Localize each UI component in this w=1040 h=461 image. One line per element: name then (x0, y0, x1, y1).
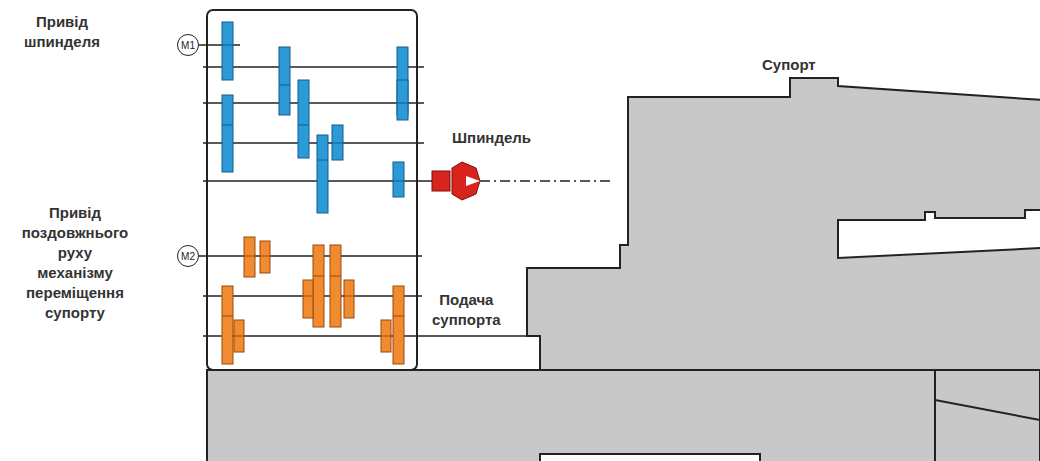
chuck (452, 162, 480, 200)
drive-heading: Привід шпинделя (24, 12, 100, 52)
gear-bore (344, 296, 354, 297)
bed-slot (540, 454, 760, 461)
gear-bore (222, 125, 233, 126)
gear-body (234, 320, 244, 352)
part-name: Супорт (762, 55, 816, 75)
spindle-nose (432, 171, 450, 191)
chuck-jaw (466, 176, 480, 186)
drive-heading: Привід поздовжнього руху механізму перем… (22, 203, 128, 323)
gear-body (303, 280, 313, 318)
gear-body (313, 245, 324, 327)
shaft-line (203, 66, 424, 68)
gear-bore (244, 256, 255, 257)
gear (222, 22, 233, 80)
gear-bore (317, 160, 328, 161)
part-name: Шпиндель (452, 128, 531, 148)
motor-circle: M2 (177, 245, 199, 267)
gear-bore (381, 336, 391, 337)
part-name: Подача суппорта (432, 290, 501, 330)
motor-circle: M1 (177, 34, 199, 56)
gear-bore (330, 276, 341, 277)
gear-bore (260, 256, 270, 257)
gear-body (298, 80, 309, 158)
gear-bore (279, 85, 290, 86)
gear-body (332, 125, 343, 160)
machine-bed (207, 370, 1040, 461)
gear-bore (397, 103, 408, 104)
gear (279, 47, 290, 115)
gear-body (397, 80, 408, 120)
motor-label: M1 (181, 40, 195, 51)
gear (222, 95, 233, 172)
gear-bore (222, 45, 233, 46)
spindle-axis (480, 180, 612, 182)
shaft-line (203, 335, 540, 337)
gear (381, 320, 391, 352)
motor-label: M2 (181, 251, 195, 262)
gear-body (222, 22, 233, 80)
gear (260, 241, 270, 273)
gear (244, 237, 255, 277)
gear-body (260, 241, 270, 273)
gear (344, 280, 354, 318)
gear-body (330, 245, 341, 327)
gear (298, 80, 309, 158)
shaft-line (203, 102, 424, 104)
gear-body (381, 320, 391, 352)
gear-body (344, 280, 354, 318)
gear-body (244, 237, 255, 277)
gear-bore (393, 181, 404, 182)
gear-bore (313, 276, 324, 277)
gear-body (393, 162, 404, 197)
gear (393, 286, 404, 364)
gear (393, 162, 404, 197)
gear (222, 286, 233, 364)
shaft-line (203, 142, 424, 144)
gear-body (393, 286, 404, 364)
shaft-line (198, 255, 422, 257)
gear (303, 280, 313, 318)
shaft-line (198, 44, 240, 46)
gear (397, 80, 408, 120)
gear-body (222, 286, 233, 364)
gears (222, 22, 408, 364)
bed-edge (935, 400, 1040, 420)
gear-bore (298, 125, 309, 126)
gear (313, 245, 324, 327)
gear-bore (332, 143, 343, 144)
gear (317, 135, 328, 213)
carriage-body (527, 78, 1040, 370)
gear-body (317, 135, 328, 213)
bed-edge (934, 370, 936, 461)
gear (234, 320, 244, 352)
gear (332, 125, 343, 160)
gearbox-housing (207, 10, 417, 370)
gear-bore (393, 316, 404, 317)
gear-bore (234, 336, 244, 337)
gear-bore (222, 316, 233, 317)
gear (330, 245, 341, 327)
gear-body (279, 47, 290, 115)
shafts (198, 45, 540, 336)
gear-bore (303, 296, 313, 297)
gear-body (222, 95, 233, 172)
